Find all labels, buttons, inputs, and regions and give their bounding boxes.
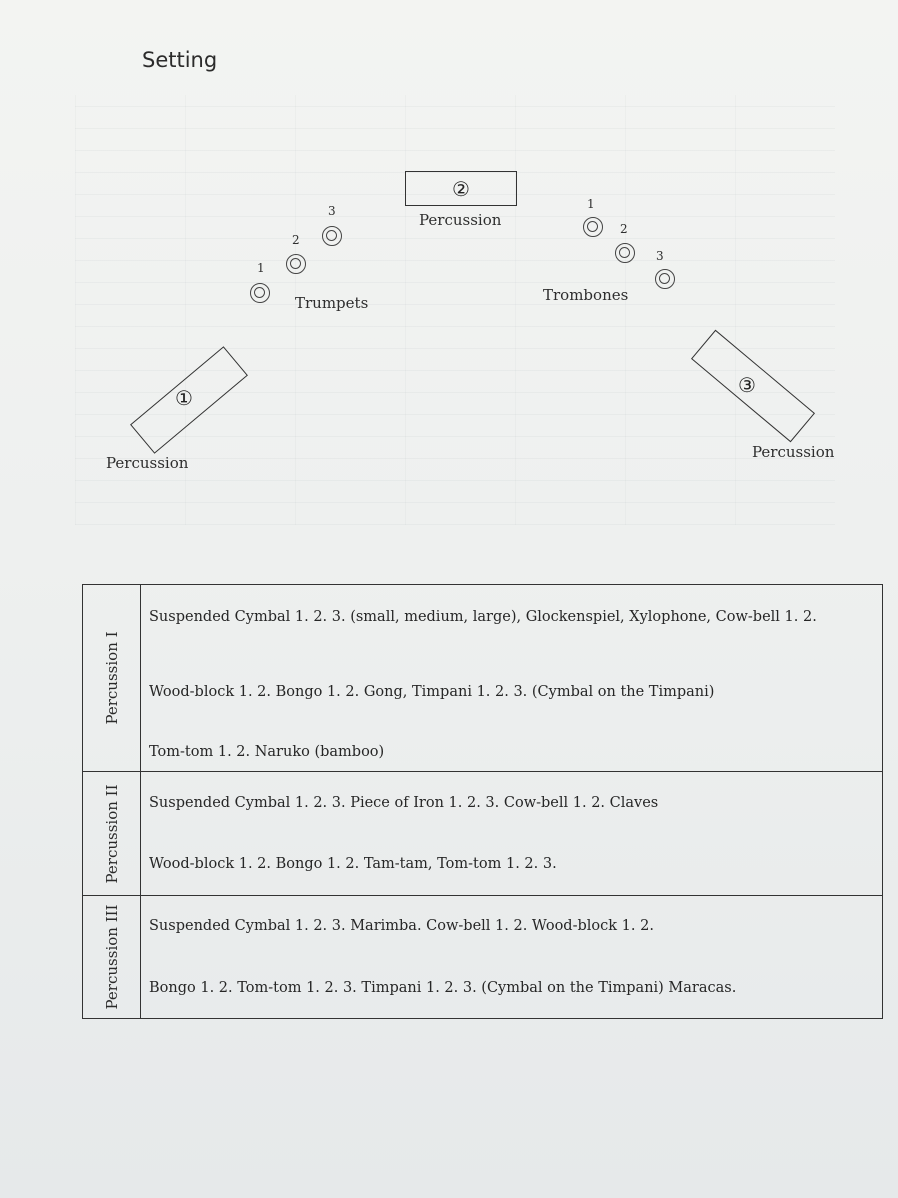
instrument-line: Wood-block 1. 2. Bongo 1. 2. Tam-tam, To… bbox=[149, 856, 557, 872]
position-number-2: ② bbox=[452, 176, 470, 201]
instrument-line: Wood-block 1. 2. Bongo 1. 2. Gong, Timpa… bbox=[149, 684, 715, 700]
table-row: Percussion I Suspended Cymbal 1. 2. 3. (… bbox=[82, 584, 883, 772]
trombone-1-number: 1 bbox=[587, 197, 595, 211]
trombone-3-number: 3 bbox=[656, 249, 664, 263]
trombone-2-position bbox=[615, 243, 635, 263]
section-label: Percussion III bbox=[102, 904, 121, 1010]
section-cell: Percussion II bbox=[82, 771, 141, 896]
instrument-line: Suspended Cymbal 1. 2. 3. Piece of Iron … bbox=[149, 795, 659, 811]
trombone-3-position bbox=[655, 269, 675, 289]
position-number-1: ① bbox=[175, 386, 193, 410]
percussion-1-label: Percussion bbox=[106, 454, 189, 472]
trumpet-2-number: 2 bbox=[292, 233, 300, 247]
instrument-line: Bongo 1. 2. Tom-tom 1. 2. 3. Timpani 1. … bbox=[149, 980, 737, 996]
trumpet-2-position bbox=[286, 254, 306, 274]
trumpet-3-position bbox=[322, 226, 342, 246]
instrument-line: Suspended Cymbal 1. 2. 3. (small, medium… bbox=[149, 609, 817, 625]
position-number-3: ③ bbox=[738, 373, 756, 397]
items-cell: Suspended Cymbal 1. 2. 3. Piece of Iron … bbox=[140, 771, 883, 896]
page-title: Setting bbox=[142, 48, 218, 72]
percussion-2-label: Percussion bbox=[419, 211, 502, 229]
show-through-staff-lines bbox=[75, 95, 835, 525]
trombone-2-number: 2 bbox=[620, 222, 628, 236]
section-cell: Percussion III bbox=[82, 895, 141, 1019]
trombones-label: Trombones bbox=[543, 286, 629, 304]
trombone-1-position bbox=[583, 217, 603, 237]
table-row: Percussion II Suspended Cymbal 1. 2. 3. … bbox=[82, 771, 883, 896]
section-label: Percussion II bbox=[102, 783, 121, 884]
percussion-3-label: Percussion bbox=[752, 443, 835, 461]
trumpet-3-number: 3 bbox=[328, 204, 336, 218]
trumpets-label: Trumpets bbox=[295, 294, 369, 312]
section-cell: Percussion I bbox=[82, 584, 141, 772]
table-row: Percussion III Suspended Cymbal 1. 2. 3.… bbox=[82, 895, 883, 1019]
trumpet-1-number: 1 bbox=[257, 261, 265, 275]
percussion-2-box: ② bbox=[405, 171, 517, 206]
section-label: Percussion I bbox=[102, 631, 121, 725]
items-cell: Suspended Cymbal 1. 2. 3. (small, medium… bbox=[140, 584, 883, 772]
items-cell: Suspended Cymbal 1. 2. 3. Marimba. Cow-b… bbox=[140, 895, 883, 1019]
trumpet-1-position bbox=[250, 283, 270, 303]
instrument-table: Percussion I Suspended Cymbal 1. 2. 3. (… bbox=[82, 584, 883, 1019]
instrument-line: Suspended Cymbal 1. 2. 3. Marimba. Cow-b… bbox=[149, 918, 654, 934]
instrument-line: Tom-tom 1. 2. Naruko (bamboo) bbox=[149, 744, 385, 760]
